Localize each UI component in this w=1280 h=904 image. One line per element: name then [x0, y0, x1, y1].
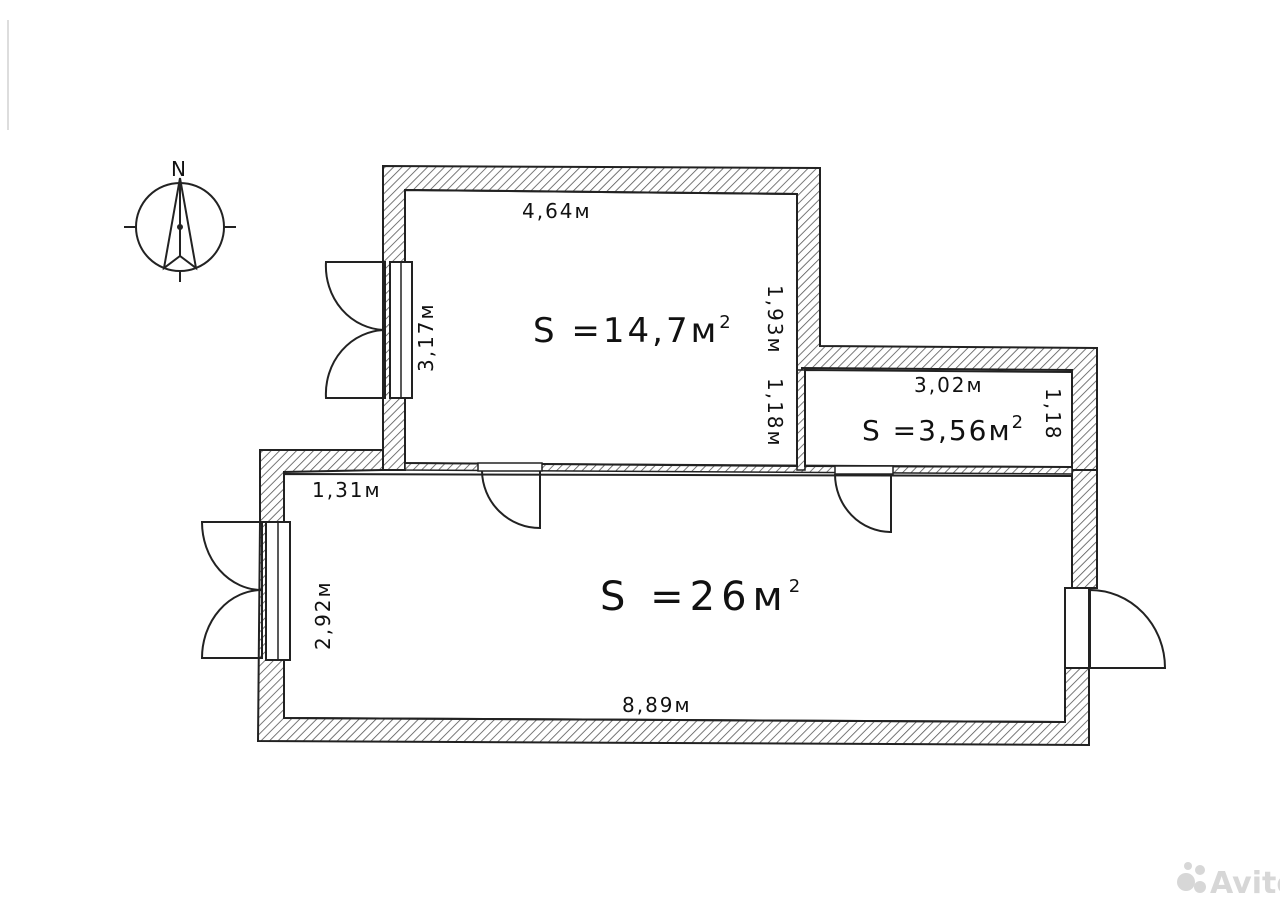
- swing-arc-upper-left-top: [324, 261, 386, 331]
- dim-main-top: 4,64м: [522, 199, 592, 223]
- dim-small-top: 3,02м: [914, 373, 984, 397]
- door-frame-right: [1064, 587, 1090, 669]
- room-small-outline: [804, 368, 1073, 469]
- swing-arc-lower-left-bottom: [200, 589, 263, 659]
- dim-main-right-upper: 1,93м: [763, 285, 787, 355]
- room-small-area: S =3,56м2: [862, 412, 1025, 447]
- door-swing-1: [481, 470, 541, 530]
- dim-main-right-lower: 1,18м: [763, 378, 787, 448]
- door-opening-2: [834, 465, 894, 475]
- dim-large-notch: 1,31м: [312, 478, 382, 502]
- avito-logo-icon: [1177, 862, 1206, 893]
- dim-small-right: 1,18: [1041, 388, 1065, 441]
- watermark-text: Avito: [1210, 866, 1280, 901]
- dim-large-left: 2,92м: [311, 580, 335, 650]
- door-swing-right: [1089, 589, 1167, 669]
- dim-large-bottom: 8,89м: [622, 693, 692, 717]
- room-main-area: S =14,7м2: [533, 311, 734, 351]
- door-swing-2: [834, 473, 892, 534]
- dim-main-left: 3,17м: [414, 302, 438, 372]
- swing-arc-upper-left-bottom: [324, 329, 386, 399]
- compass-north-label: N: [171, 157, 186, 181]
- swing-arcs: [200, 261, 1167, 669]
- compass-rose-icon: [124, 177, 236, 282]
- door-opening-1: [477, 462, 543, 472]
- walls: [256, 164, 1098, 747]
- room-large-area: S =26м2: [600, 574, 806, 620]
- swing-arc-lower-left-top: [200, 521, 263, 591]
- windows: [265, 261, 1090, 669]
